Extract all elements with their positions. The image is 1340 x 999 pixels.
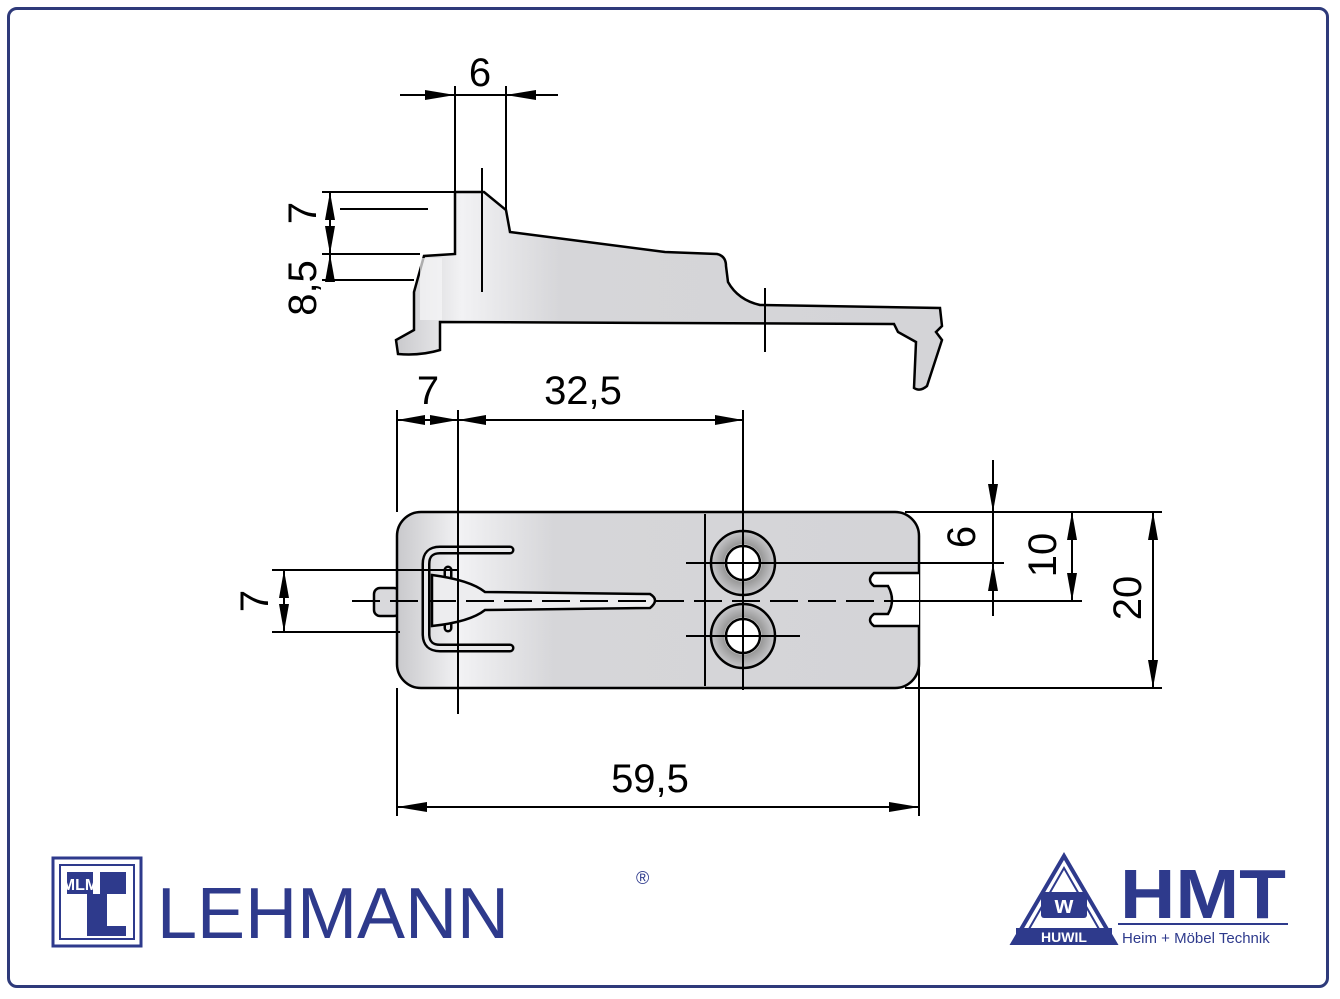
plan-total-length-dim: 59,5 — [611, 757, 689, 801]
plan-hole-spacing-dim: 6 — [940, 526, 984, 548]
hmt-tagline: Heim + Möbel Technik — [1122, 930, 1270, 947]
plan-view: 7 7 32,5 59,5 6 10 20 — [233, 369, 1162, 816]
side-view-part — [394, 190, 944, 391]
lehmann-registered: ® — [636, 868, 649, 888]
plan-slot-width-dim: 7 — [233, 590, 277, 612]
plan-total-width-dim: 20 — [1106, 576, 1150, 621]
plan-center-height-dim: 10 — [1021, 533, 1065, 578]
side-height-top-dim: 7 — [281, 202, 325, 224]
lehmann-name: LEHMANN — [157, 874, 509, 954]
lehmann-logo: MLM LEHMANN ® — [51, 856, 649, 954]
side-width-dim: 6 — [469, 51, 491, 95]
hmt-name: HMT — [1120, 855, 1286, 933]
hmt-logo: w HUWIL HMT Heim + Möbel Technik — [1009, 852, 1288, 947]
lehmann-emblem-text: MLM — [62, 877, 98, 894]
plan-offset-left-dim: 7 — [417, 369, 439, 413]
huwil-triangle-letter: w — [1054, 892, 1074, 919]
plan-hole-distance-dim: 32,5 — [544, 369, 622, 413]
huwil-label: HUWIL — [1041, 929, 1087, 945]
side-height-bottom-dim: 8,5 — [281, 260, 325, 316]
drawing-frame — [7, 7, 1329, 988]
side-view: 6 7 8,5 — [281, 51, 944, 391]
